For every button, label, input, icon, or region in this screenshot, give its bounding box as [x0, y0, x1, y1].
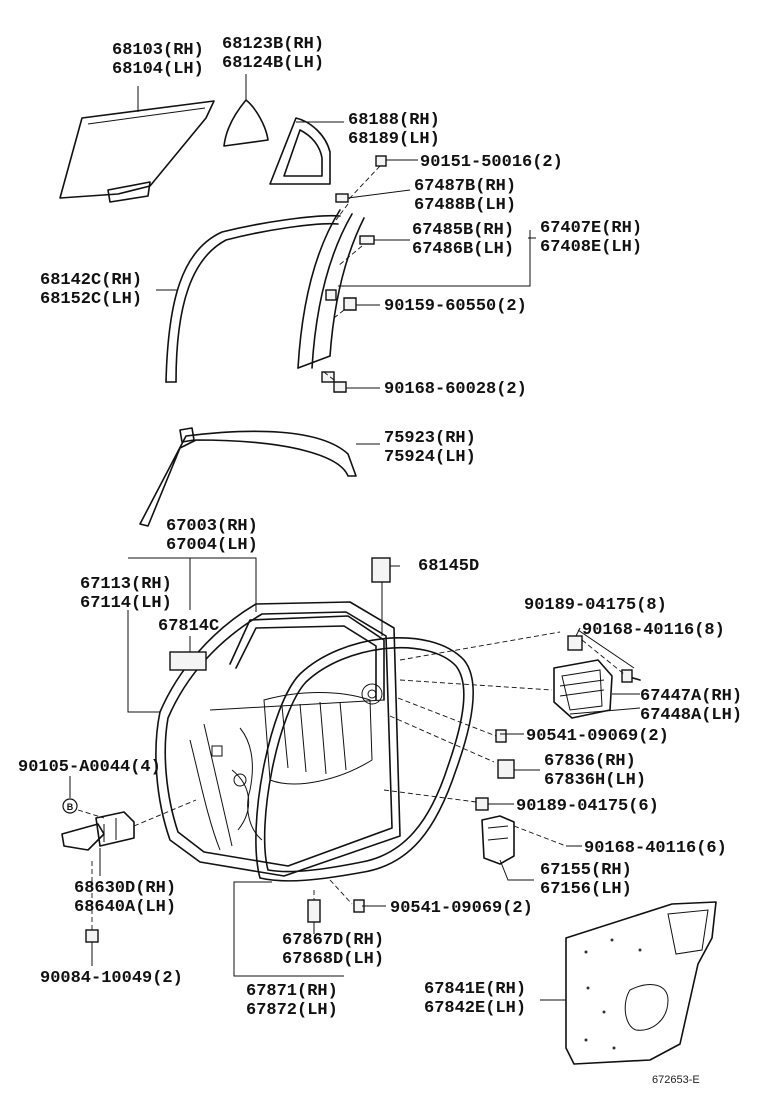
marker-b: B [67, 802, 74, 812]
label-67841: 67841E(RH)67842E(LH) [424, 980, 526, 1018]
label-90084: 90084-10049(2) [40, 969, 183, 988]
label-67871: 67871(RH)67872(LH) [246, 982, 338, 1020]
label-90189-04175-6: 90189-04175(6) [516, 797, 659, 816]
division-bar [297, 209, 365, 383]
quarter-window-frame [269, 117, 331, 185]
label-90168-60028: 90168-60028(2) [384, 380, 527, 399]
label-68188: 68188(RH)68189(LH) [348, 111, 440, 149]
label-90151: 90151-50016(2) [420, 153, 563, 172]
label-90168-40116-6: 90168-40116(6) [584, 839, 727, 858]
label-68123: 68123B(RH)68124B(LH) [222, 35, 324, 73]
label-68145: 68145D [418, 557, 479, 576]
label-67447: 67447A(RH)67448A(LH) [640, 687, 742, 725]
label-68630: 68630D(RH)68640A(LH) [74, 879, 176, 917]
label-90541-b: 90541-09069(2) [390, 899, 533, 918]
label-90105: 90105-A0044(4) [18, 758, 161, 777]
seal-67814 [169, 651, 207, 671]
label-90541-a: 90541-09069(2) [526, 727, 669, 746]
door-weatherstrip-inner [255, 637, 475, 882]
glass-run [165, 214, 341, 383]
door-hinge [61, 798, 135, 851]
quarter-glass [223, 99, 269, 147]
figure-reference: 672653-E [652, 1074, 700, 1086]
label-67155: 67155(RH)67156(LH) [540, 861, 632, 899]
door-lock [475, 729, 515, 865]
label-68103: 68103(RH)68104(LH) [112, 41, 204, 79]
label-90159: 90159-60550(2) [384, 297, 527, 316]
seal-68145 [371, 557, 391, 583]
door-glass [59, 100, 215, 203]
assembly-dashes [77, 165, 625, 930]
label-67485: 67485B(RH)67486B(LH) [412, 221, 514, 259]
label-67407: 67407E(RH)67408E(LH) [540, 219, 642, 257]
weatherstrip-outer [139, 427, 357, 527]
door-check [553, 635, 641, 719]
label-68142: 68142C(RH)68152C(LH) [40, 271, 142, 309]
label-75923: 75923(RH)75924(LH) [384, 429, 476, 467]
label-90189-04175-8: 90189-04175(8) [524, 596, 667, 615]
door-panel [155, 601, 401, 877]
label-67867: 67867D(RH)67868D(LH) [282, 931, 384, 969]
label-67487: 67487B(RH)67488B(LH) [414, 177, 516, 215]
label-90168-40116-8: 90168-40116(8) [582, 621, 725, 640]
part-labels: 68103(RH)68104(LH) 68123B(RH)68124B(LH) … [18, 35, 742, 1086]
label-67003: 67003(RH)67004(LH) [166, 517, 258, 555]
label-67814: 67814C [158, 617, 219, 636]
label-67113: 67113(RH)67114(LH) [80, 575, 172, 613]
label-67836: 67836(RH)67836H(LH) [544, 752, 646, 790]
service-hole-cover [565, 901, 717, 1065]
leader-lines [69, 74, 641, 1001]
